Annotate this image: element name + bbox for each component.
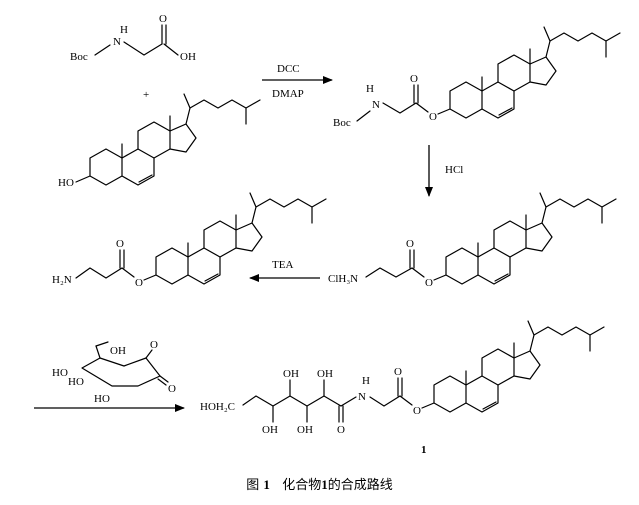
lactone-oh-top: OH [110, 345, 126, 357]
amine-ester-o: O [135, 277, 143, 289]
figure-caption: 图 1 化合物1的合成路线 [0, 474, 639, 493]
caption-text-a: 化合物 [282, 478, 322, 493]
boc-label: Boc [70, 51, 88, 63]
reagent-dcc: DCC [277, 63, 300, 75]
lactone-ring-o: O [150, 339, 158, 351]
amine-n-label-2: N [372, 99, 380, 111]
amine-h-label: H [120, 24, 128, 36]
acid-oh-label: OH [180, 51, 196, 63]
boc-label-2: Boc [333, 117, 351, 129]
caption-number: 1 [263, 477, 270, 492]
plus-sign: + [143, 89, 149, 101]
cholesterol-structure: HO [58, 93, 261, 189]
compound-number: 1 [421, 444, 427, 456]
synthesis-scheme: Boc N H O OH + HO DCC DMAP Boc N H O O H… [34, 13, 621, 456]
gluconolactone-structure: OH HO HO HO O O [52, 339, 176, 405]
amide-h: H [362, 375, 370, 387]
amide-n: N [358, 391, 366, 403]
caption-compound-number: 1 [321, 477, 328, 492]
ester-o-label: O [429, 111, 437, 123]
salt-ester-o: O [425, 277, 433, 289]
glycine-ester-free-amine: H₂N O O [52, 192, 327, 289]
amine-h-label-2: H [366, 83, 374, 95]
lactone-ho-2: HO [68, 376, 84, 388]
caption-prefix: 图 [246, 478, 260, 493]
ammonium-label: ClH₃N [328, 273, 358, 285]
hydroxyl-label: HO [58, 177, 74, 189]
boc-glycine-cholesterol-ester: Boc N H O O [333, 26, 621, 129]
lactone-ho-1: HO [52, 367, 68, 379]
glycine-ester-hydrochloride: ClH₃N O O [328, 192, 617, 289]
amine-n-label: N [113, 36, 121, 48]
oh-c2: OH [262, 424, 278, 436]
oh-c4: OH [297, 424, 313, 436]
compound-1-structure: HOH₂C OH OH OH OH O N H O O 1 [200, 320, 605, 456]
caption-text-b: 的合成路线 [327, 478, 393, 493]
reagent-tea: TEA [272, 259, 293, 271]
oh-c3: OH [283, 368, 299, 380]
hoh2c-label: HOH₂C [200, 401, 235, 413]
free-amine-label: H₂N [52, 274, 72, 286]
reagent-hcl: HCl [445, 164, 463, 176]
amine-carbonyl-o: O [116, 238, 124, 250]
lactone-ho-3: HO [94, 393, 110, 405]
amide-o: O [337, 424, 345, 436]
ester-carbonyl-o: O [410, 73, 418, 85]
salt-carbonyl-o: O [406, 238, 414, 250]
lactone-o-label: O [168, 383, 176, 395]
carbonyl-o-label: O [159, 13, 167, 25]
boc-glycine-structure: Boc N H O OH [70, 13, 196, 63]
oh-c5: OH [317, 368, 333, 380]
compound-carbonyl-o: O [394, 366, 402, 378]
reagent-dmap: DMAP [272, 88, 304, 100]
compound-ester-o: O [413, 405, 421, 417]
